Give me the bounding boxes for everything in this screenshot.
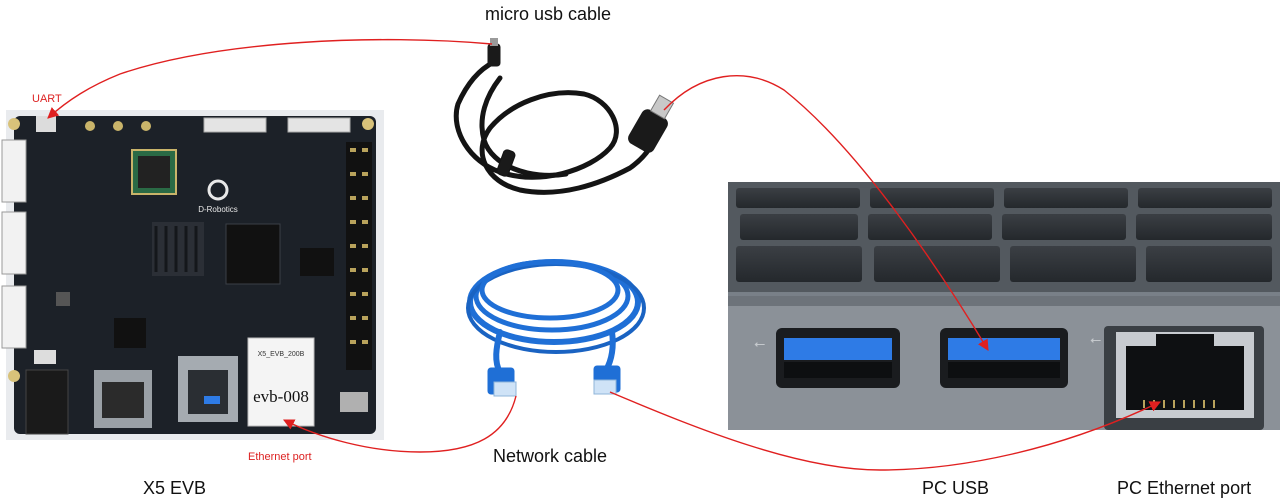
board-sticker-model: X5_EVB_200B xyxy=(258,351,305,358)
board-brand-text: D-Robotics xyxy=(198,205,238,214)
pc-ethernet-port-label: PC Ethernet port xyxy=(1117,478,1252,498)
x5-evb-label: X5 EVB xyxy=(143,478,207,498)
network-cable xyxy=(466,259,646,397)
laptop-side-view: ⭠ ⭠ xyxy=(728,182,1280,430)
arrow-usb-to-pc-usb xyxy=(663,75,989,351)
micro-usb-cable xyxy=(453,38,675,195)
x5-evb-board: D-Robotics X5_EVB_200B evb-008 xyxy=(1,110,384,440)
arrow-network-to-evb-ethernet xyxy=(282,395,517,453)
arrow-usb-to-uart xyxy=(47,38,493,119)
uart-label: UART xyxy=(32,93,62,105)
micro-usb-cable-label: micro usb cable xyxy=(485,4,612,24)
board-sticker-id: evb-008 xyxy=(253,387,309,406)
network-cable-label: Network cable xyxy=(493,446,608,466)
usb-symbol-icon-2: ⭠ xyxy=(1090,332,1101,348)
ethernet-port-label: Ethernet port xyxy=(248,451,312,463)
pc-usb-label: PC USB xyxy=(922,478,990,498)
usb-symbol-icon: ⭠ xyxy=(754,336,765,352)
arrow-network-to-pc-ethernet xyxy=(609,391,1162,471)
